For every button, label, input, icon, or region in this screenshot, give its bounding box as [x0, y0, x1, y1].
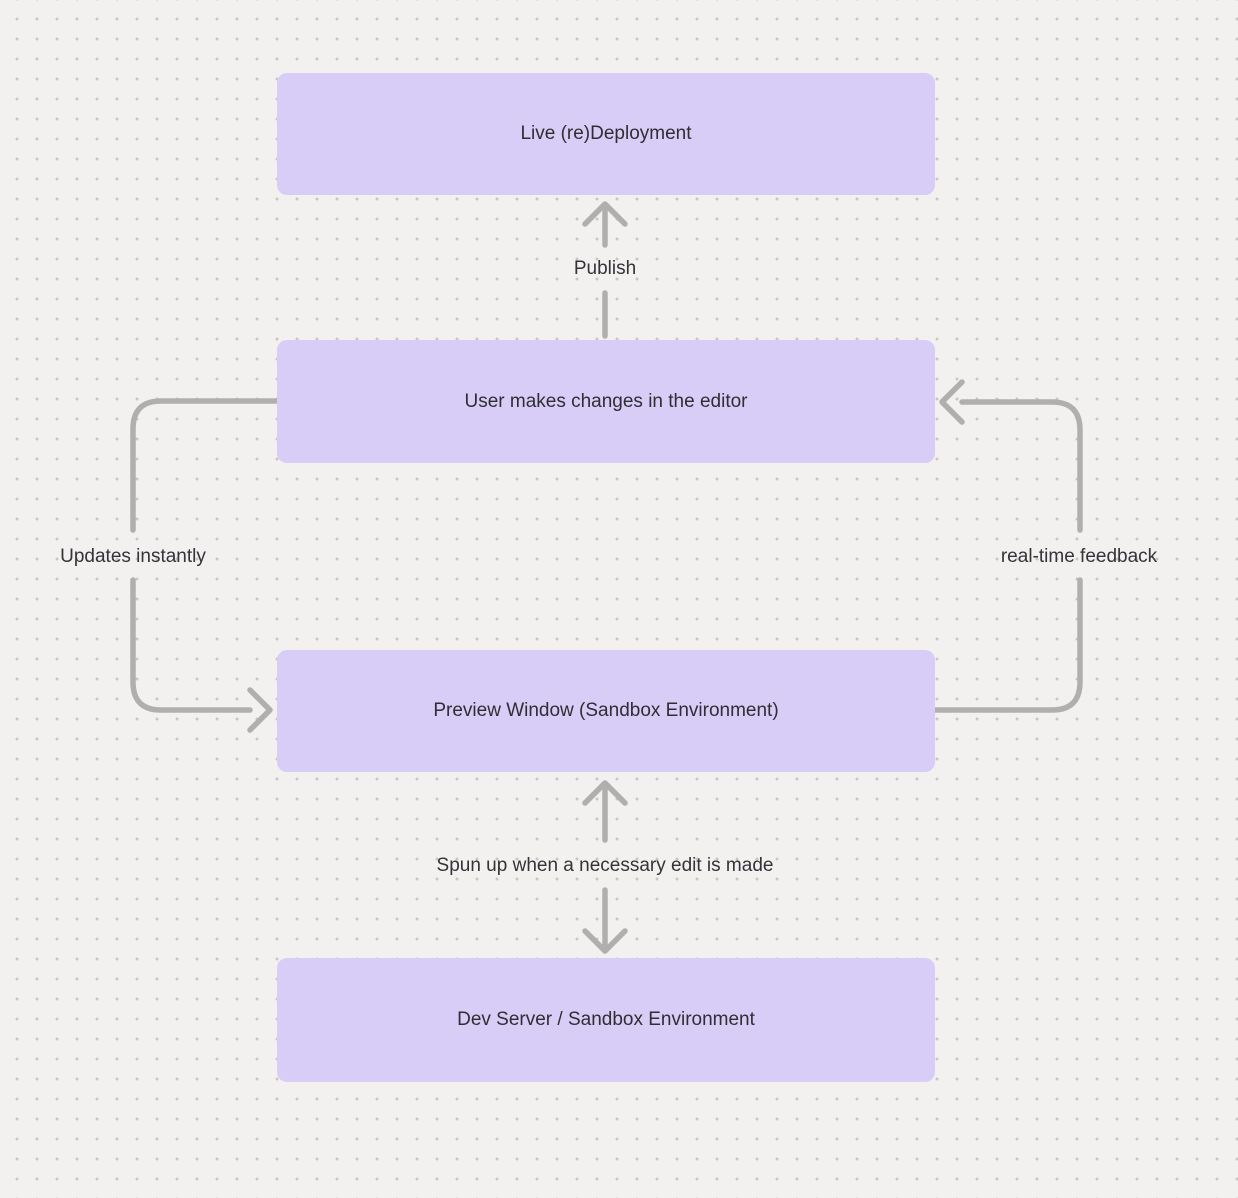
edge-label-updates-instantly: Updates instantly [60, 546, 206, 567]
edge-label-publish: Publish [573, 258, 637, 279]
edge-updates-instantly-arrow [130, 398, 280, 733]
node-dev-server[interactable]: Dev Server / Sandbox Environment [277, 958, 935, 1082]
node-preview-window[interactable]: Preview Window (Sandbox Environment) [277, 650, 935, 772]
node-user-editor[interactable]: User makes changes in the editor [277, 340, 935, 463]
node-dev-server-label: Dev Server / Sandbox Environment [457, 1009, 755, 1031]
node-preview-window-label: Preview Window (Sandbox Environment) [433, 700, 779, 722]
edge-label-spun-up: Spun up when a necessary edit is made [436, 855, 774, 876]
edge-spun-up-arrow [582, 780, 628, 954]
node-user-editor-label: User makes changes in the editor [464, 390, 748, 412]
node-live-redeployment-label: Live (re)Deployment [520, 123, 692, 145]
edge-publish-arrow [582, 201, 628, 339]
edge-label-real-time-feedback: real-time feedback [1000, 546, 1158, 567]
node-live-redeployment[interactable]: Live (re)Deployment [277, 73, 935, 195]
edge-real-time-feedback-arrow [932, 379, 1083, 713]
